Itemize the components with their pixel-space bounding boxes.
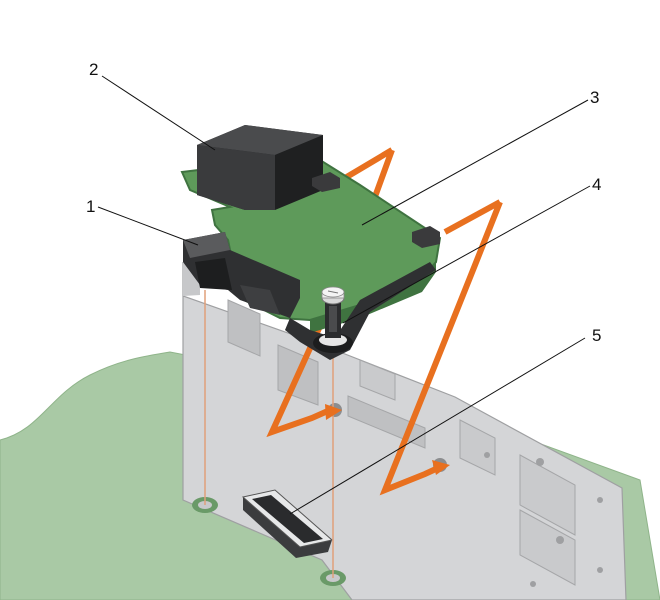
callout-leaders: [97, 75, 591, 515]
captive-screw: [313, 286, 353, 353]
card-assembly: [180, 125, 442, 360]
callout-2: 2: [89, 60, 98, 79]
callout-5: 5: [592, 326, 601, 345]
callout-3: 3: [590, 88, 599, 107]
heatsink: [197, 125, 323, 210]
callout-1: 1: [86, 197, 95, 216]
insertion-arrow-right: [379, 199, 503, 496]
arrow-head-left: [325, 404, 342, 420]
motherboard-connector: [241, 489, 334, 558]
arrow-head-right: [432, 460, 450, 475]
callout-4: 4: [592, 175, 601, 194]
